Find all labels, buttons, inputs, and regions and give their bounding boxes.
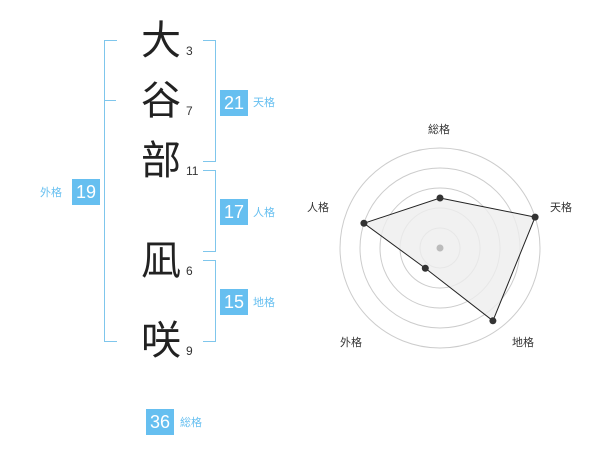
radar-point-3 bbox=[489, 317, 497, 325]
stroke-count-3: 11 bbox=[186, 164, 199, 178]
gaikaku-bracket bbox=[104, 40, 117, 342]
radar-polygon bbox=[362, 197, 536, 322]
name-char-4: 凪 bbox=[141, 238, 181, 284]
stroke-count-4: 6 bbox=[186, 264, 193, 278]
soukaku-label: 総格 bbox=[180, 416, 202, 429]
name-char-2: 谷 bbox=[141, 78, 181, 124]
chikaku-label: 地格 bbox=[253, 296, 275, 309]
gaikaku-badge: 19 bbox=[72, 179, 100, 205]
radar-point-1 bbox=[436, 194, 444, 202]
radar-point-4 bbox=[421, 264, 429, 272]
tenkaku-bracket bbox=[203, 40, 216, 162]
radar-label-gaikaku: 外格 bbox=[340, 336, 362, 349]
name-char-3: 部 bbox=[141, 138, 181, 184]
chikaku-badge: 15 bbox=[220, 289, 248, 315]
stroke-count-1: 3 bbox=[186, 44, 193, 58]
soukaku-badge: 36 bbox=[146, 409, 174, 435]
radar-point-5 bbox=[360, 219, 368, 227]
stroke-count-2: 7 bbox=[186, 104, 193, 118]
jinkaku-badge: 17 bbox=[220, 199, 248, 225]
chikaku-bracket bbox=[203, 260, 216, 342]
name-char-1: 大 bbox=[141, 18, 181, 64]
gaikaku-label: 外格 bbox=[40, 186, 62, 199]
radar-label-jinkaku: 人格 bbox=[307, 201, 329, 214]
radar-label-soukaku: 総格 bbox=[428, 123, 450, 136]
radar-label-chikaku: 地格 bbox=[512, 336, 534, 349]
tenkaku-label: 天格 bbox=[253, 96, 275, 109]
radar-center-dot bbox=[436, 244, 444, 252]
radar-point-2 bbox=[531, 213, 539, 221]
jinkaku-label: 人格 bbox=[253, 206, 275, 219]
radar-label-tenkaku: 天格 bbox=[550, 201, 572, 214]
radar-ring bbox=[339, 147, 541, 349]
jinkaku-bracket bbox=[203, 170, 216, 252]
name-char-5: 咲 bbox=[141, 318, 181, 364]
gaikaku-bracket-tick bbox=[104, 100, 116, 101]
stroke-count-5: 9 bbox=[186, 344, 193, 358]
tenkaku-badge: 21 bbox=[220, 90, 248, 116]
